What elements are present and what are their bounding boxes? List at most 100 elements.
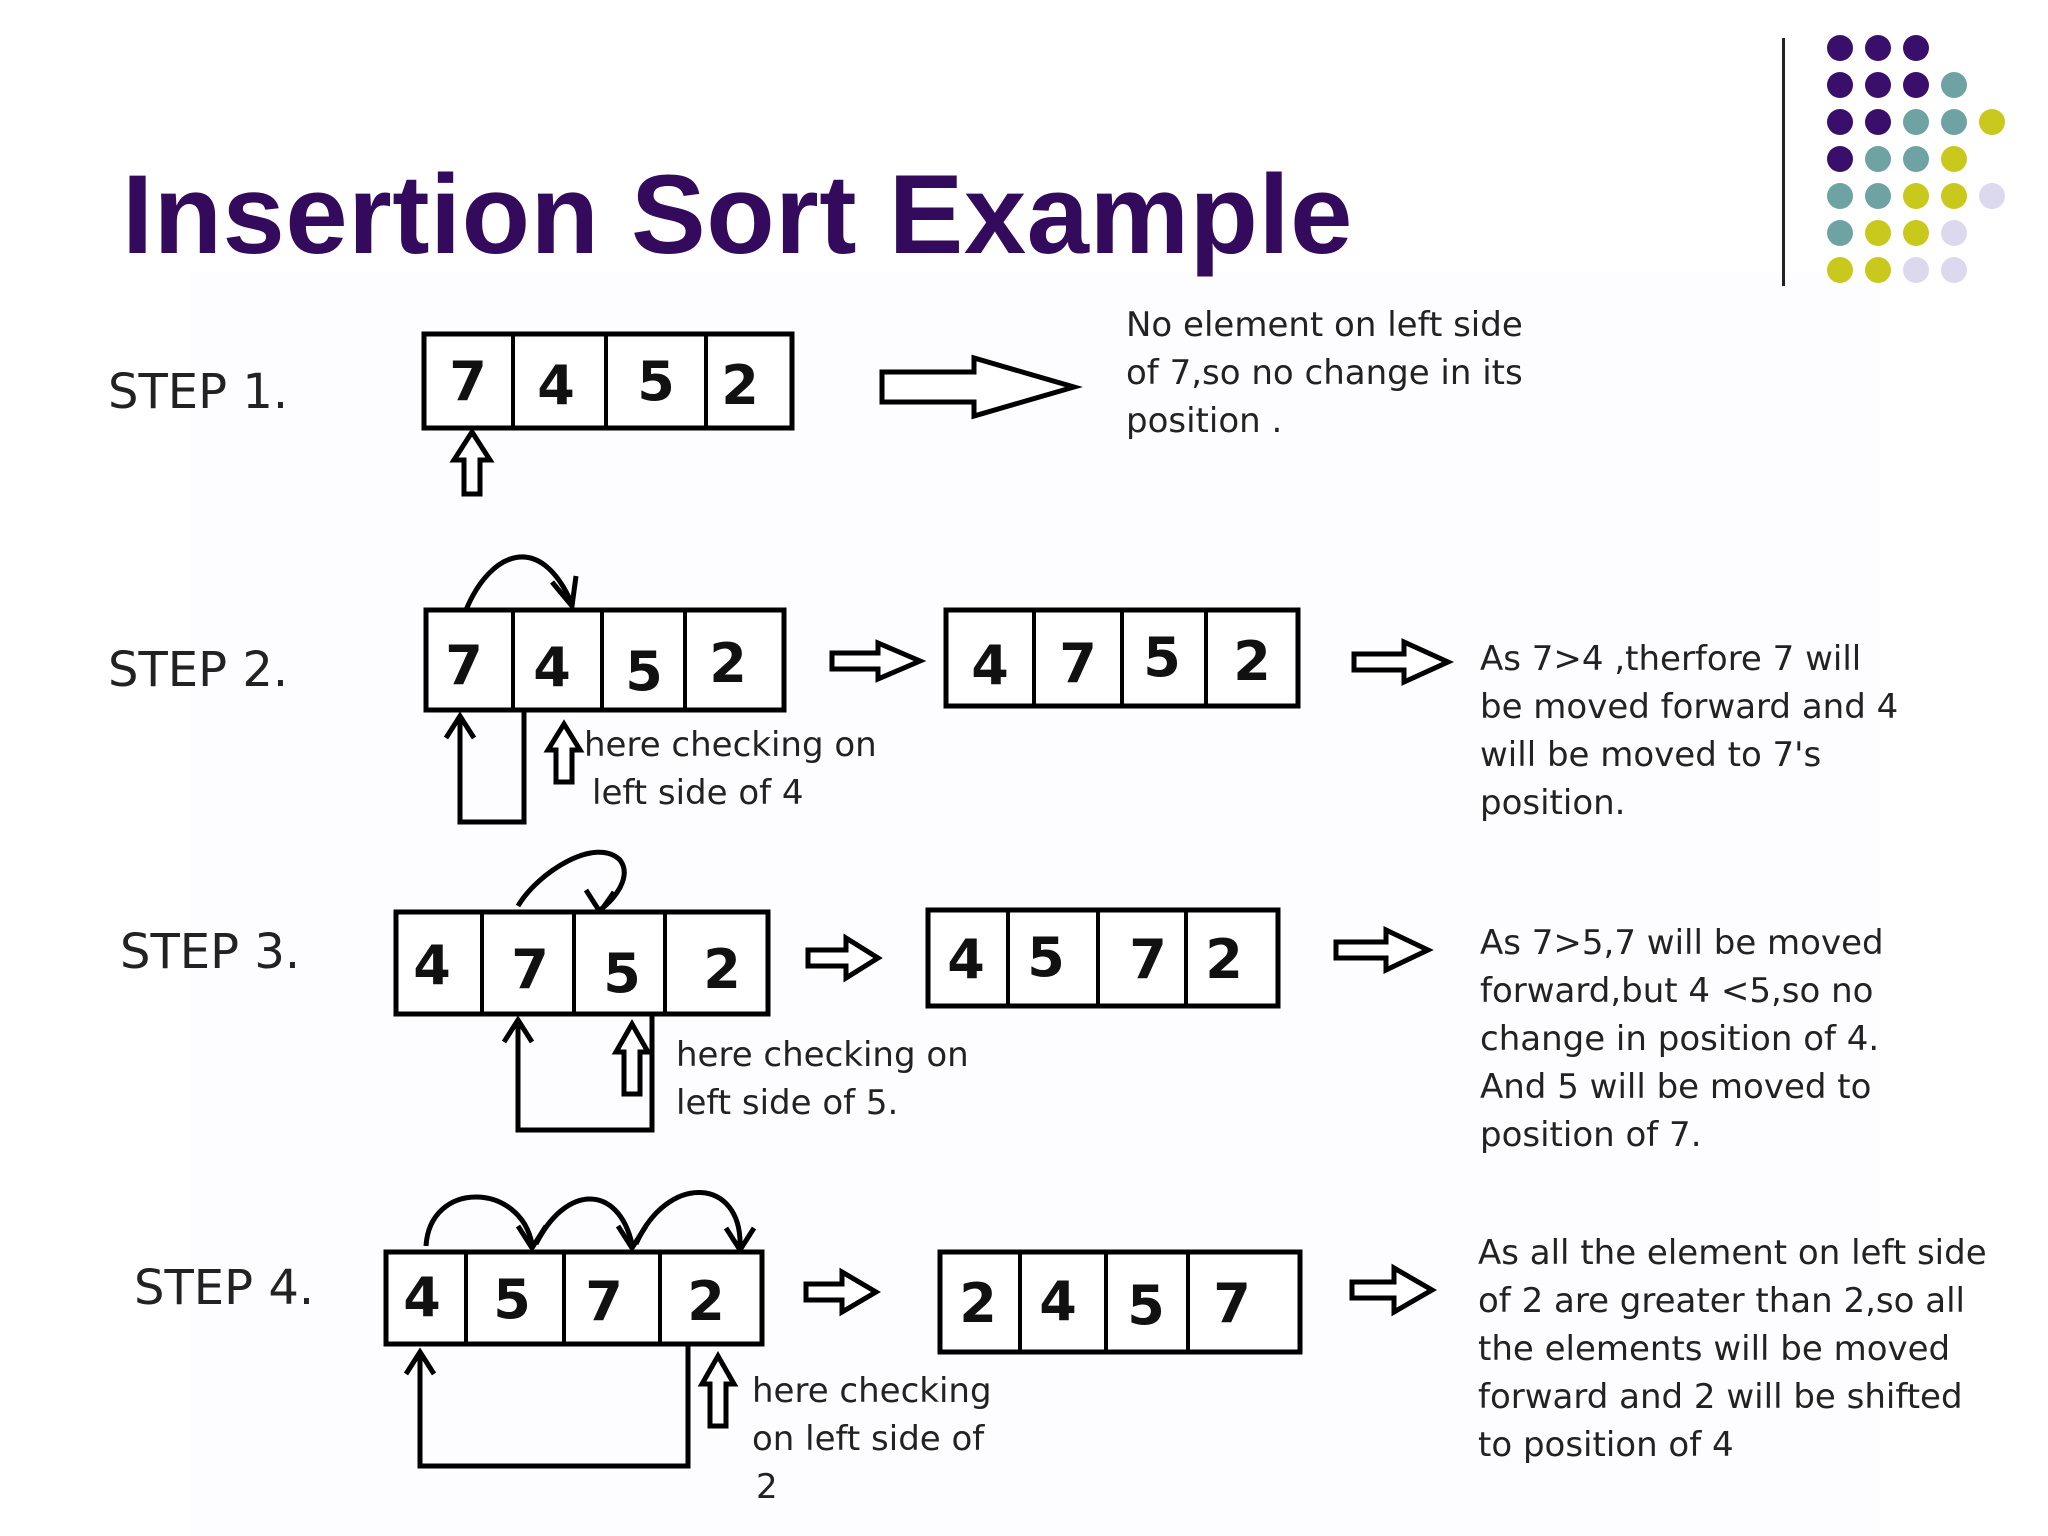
decorative-dot bbox=[1865, 257, 1891, 283]
step-3-result-cell: 2 bbox=[1205, 928, 1243, 991]
slide-title: Insertion Sort Example bbox=[122, 152, 1353, 277]
step-4-cell: 5 bbox=[493, 1268, 531, 1331]
decorative-dot bbox=[1827, 257, 1853, 283]
step-4-right-arrow bbox=[1349, 1263, 1437, 1317]
step-3-mid-arrow bbox=[805, 933, 883, 983]
decorative-dot bbox=[1941, 72, 1967, 98]
decorative-dot bbox=[1979, 109, 2005, 135]
step-2-input-array: 7 4 5 2 bbox=[423, 607, 787, 713]
step-3-pointer-arrow bbox=[611, 1018, 653, 1097]
step-4-cell: 2 bbox=[687, 1270, 725, 1333]
step-2-loop-line bbox=[457, 710, 527, 825]
step-4-result-cell: 7 bbox=[1213, 1272, 1251, 1335]
decorative-dot bbox=[1865, 146, 1891, 172]
step-4-result-cell: 2 bbox=[959, 1272, 997, 1335]
decorative-dot bbox=[1865, 72, 1891, 98]
step-4-swap-curves bbox=[423, 1190, 743, 1247]
decorative-dot bbox=[1903, 220, 1929, 246]
step-2-result-cell: 4 bbox=[971, 634, 1009, 697]
decorative-dot bbox=[1903, 35, 1929, 61]
step-2-mid-arrow bbox=[829, 639, 927, 683]
decorative-dot bbox=[1903, 109, 1929, 135]
step-4-cell: 4 bbox=[403, 1266, 441, 1329]
step-3-cell: 7 bbox=[511, 938, 549, 1001]
step-4-loop-line bbox=[417, 1344, 691, 1469]
step-3-cell: 2 bbox=[703, 938, 741, 1001]
step-3-cell: 5 bbox=[603, 942, 641, 1005]
step-2-right-arrow bbox=[1351, 638, 1455, 686]
step-1-cell: 2 bbox=[721, 354, 759, 417]
decorative-dot bbox=[1827, 72, 1853, 98]
step-4-result-cell: 4 bbox=[1039, 1270, 1077, 1333]
step-2-pointer-arrow bbox=[543, 719, 585, 785]
step-4-pointer-arrow bbox=[697, 1350, 739, 1429]
step-1: STEP 1. 7 4 5 2 No element on left side … bbox=[108, 305, 1534, 497]
step-3-right-arrow bbox=[1333, 926, 1434, 974]
step-1-cell: 7 bbox=[449, 350, 487, 413]
step-2: STEP 2. 7 4 5 2 here checking on left si… bbox=[108, 554, 1909, 825]
step-2-note: As 7>4 ,therfore 7 will be moved forward… bbox=[1480, 639, 1909, 823]
decorative-dot bbox=[1903, 257, 1929, 283]
step-3-result-array: 4 5 7 2 bbox=[925, 907, 1281, 1009]
decorative-dot bbox=[1903, 183, 1929, 209]
step-3-input-array: 4 7 5 2 bbox=[393, 909, 771, 1017]
step-4-result-cell: 5 bbox=[1127, 1274, 1165, 1337]
decorative-dot bbox=[1979, 183, 2005, 209]
decorative-dot bbox=[1827, 183, 1853, 209]
decorative-dot bbox=[1827, 109, 1853, 135]
step-4-label: STEP 4. bbox=[134, 1260, 314, 1316]
step-2-swap-curve bbox=[463, 554, 575, 611]
decorative-dot bbox=[1865, 35, 1891, 61]
step-3-label: STEP 3. bbox=[120, 924, 300, 980]
step-3-result-cell: 7 bbox=[1129, 928, 1167, 991]
step-1-cell: 5 bbox=[637, 350, 675, 413]
step-2-result-cell: 2 bbox=[1233, 630, 1271, 693]
step-4-input-array: 4 5 7 2 bbox=[383, 1249, 765, 1347]
step-2-checking-note: here checking on left side of 4 bbox=[584, 725, 888, 813]
decorative-dot-grid bbox=[1827, 35, 2005, 283]
step-2-result-array: 4 7 5 2 bbox=[943, 607, 1301, 709]
step-1-pointer-arrow bbox=[449, 427, 495, 497]
decorative-dot bbox=[1865, 109, 1891, 135]
step-3-checking-note: here checking on left side of 5. bbox=[676, 1035, 980, 1123]
step-1-note: No element on left side of 7,so no chang… bbox=[1126, 305, 1534, 441]
step-4-note: As all the element on left side of 2 are… bbox=[1478, 1233, 1997, 1465]
step-3-result-cell: 5 bbox=[1027, 926, 1065, 989]
step-1-array: 7 4 5 2 bbox=[421, 331, 795, 431]
step-4-checking-note: here checking on left side of 2 bbox=[752, 1371, 1002, 1507]
step-2-cell: 5 bbox=[625, 640, 663, 703]
step-3-cell: 4 bbox=[413, 934, 451, 997]
step-4: STEP 4. 4 5 7 2 here checking on left si… bbox=[134, 1190, 1997, 1507]
decorative-dot bbox=[1865, 220, 1891, 246]
step-1-label: STEP 1. bbox=[108, 364, 288, 420]
decorative-dot bbox=[1865, 183, 1891, 209]
step-2-cell: 2 bbox=[709, 632, 747, 695]
step-2-cell: 7 bbox=[445, 634, 483, 697]
step-4-result-array: 2 4 5 7 bbox=[937, 1249, 1303, 1355]
decorative-dot bbox=[1941, 183, 1967, 209]
decorative-dot bbox=[1941, 146, 1967, 172]
title-divider-line bbox=[1782, 38, 1785, 286]
decorative-dot bbox=[1903, 72, 1929, 98]
step-3-result-cell: 4 bbox=[947, 928, 985, 991]
decorative-dot bbox=[1941, 257, 1967, 283]
decorative-dot bbox=[1941, 109, 1967, 135]
step-3-note: As 7>5,7 will be moved forward,but 4 <5,… bbox=[1480, 923, 1894, 1155]
decorative-dot bbox=[1827, 35, 1853, 61]
step-2-result-cell: 5 bbox=[1143, 626, 1181, 689]
step-3: STEP 3. 4 7 5 2 here checking on left si… bbox=[120, 849, 1894, 1155]
decorative-dot bbox=[1941, 220, 1967, 246]
step-2-cell: 4 bbox=[533, 636, 571, 699]
step-2-label: STEP 2. bbox=[108, 642, 288, 698]
decorative-dot bbox=[1827, 146, 1853, 172]
step-3-loop-line bbox=[515, 1014, 655, 1133]
step-1-cell: 4 bbox=[537, 354, 575, 417]
step-3-swap-curve bbox=[515, 849, 627, 912]
step-2-result-cell: 7 bbox=[1059, 632, 1097, 695]
step-4-mid-arrow bbox=[803, 1267, 881, 1317]
step-1-right-arrow bbox=[879, 354, 1083, 420]
decorative-dot bbox=[1827, 220, 1853, 246]
decorative-dot bbox=[1903, 146, 1929, 172]
